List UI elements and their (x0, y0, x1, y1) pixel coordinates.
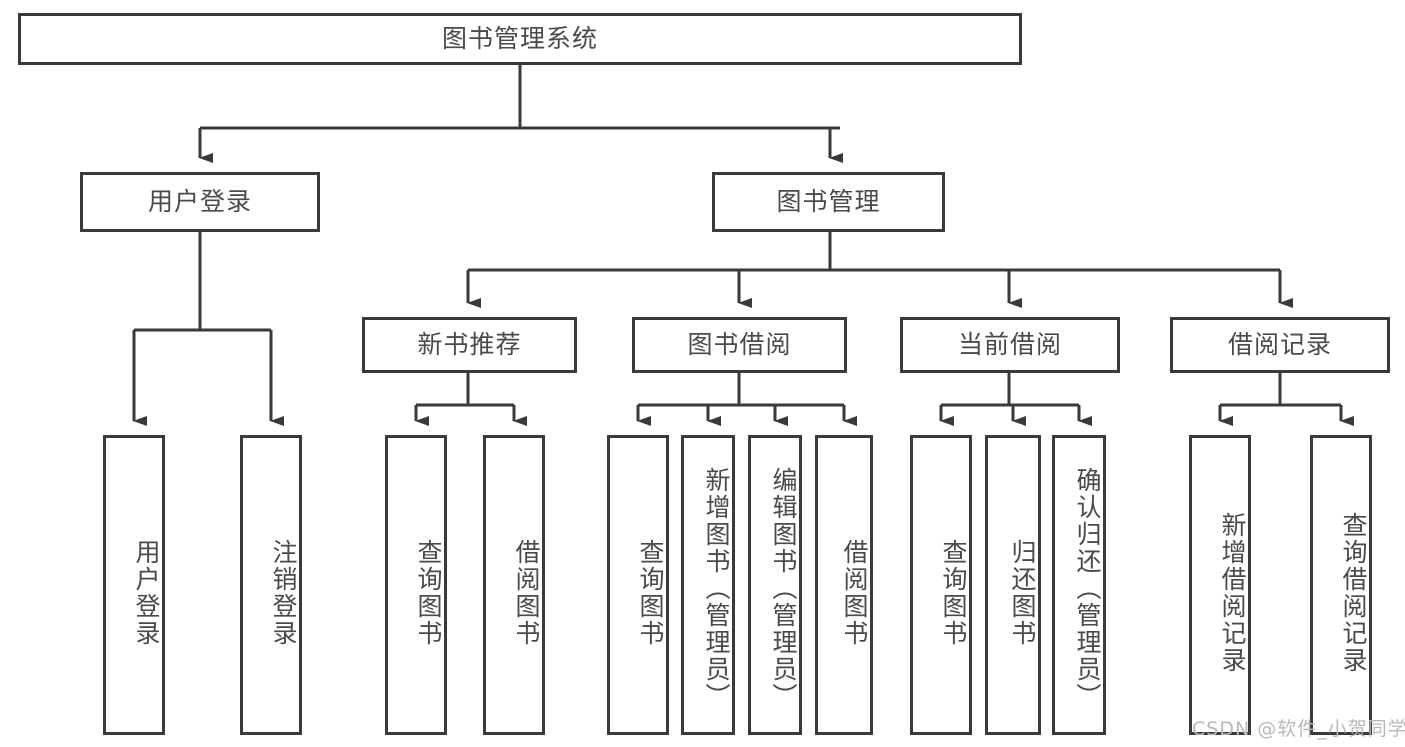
node-label: 查询图书 (636, 539, 665, 647)
node-label: 新增图书（管理员） (702, 466, 731, 710)
node-leaf-9[interactable]: 归还图书 (985, 435, 1041, 735)
node-label: 用户登录 (132, 539, 161, 647)
node-label: 借阅记录 (1227, 330, 1332, 360)
node-leaf-8[interactable]: 查询图书 (910, 435, 972, 735)
node-leaf-7[interactable]: 借阅图书 (815, 435, 873, 735)
node-label: 图书借阅 (687, 330, 792, 360)
node-label: 借阅图书 (512, 539, 541, 647)
node-label: 查询借阅记录 (1339, 512, 1368, 674)
node-label: 当前借阅 (957, 330, 1062, 360)
node-label: 用户登录 (147, 187, 252, 217)
node-leaf-11[interactable]: 新增借阅记录 (1189, 435, 1251, 735)
node-leaf-12[interactable]: 查询借阅记录 (1310, 435, 1372, 735)
node-label: 归还图书 (1008, 539, 1037, 647)
node-leaf-2[interactable]: 查询图书 (385, 435, 447, 735)
node-label: 确认归还（管理员） (1073, 466, 1102, 710)
node-level3-1[interactable]: 图书借阅 (632, 317, 847, 373)
node-leaf-1[interactable]: 注销登录 (240, 435, 302, 735)
node-leaf-5[interactable]: 新增图书（管理员） (681, 435, 735, 735)
node-level3-0[interactable]: 新书推荐 (362, 317, 577, 373)
node-root-book-management-system[interactable]: 图书管理系统 (18, 13, 1022, 65)
node-leaf-6[interactable]: 编辑图书（管理员） (748, 435, 802, 735)
node-leaf-0[interactable]: 用户登录 (103, 435, 165, 735)
node-leaf-3[interactable]: 借阅图书 (483, 435, 545, 735)
node-label: 图书管理系统 (441, 24, 598, 54)
node-label: 注销登录 (269, 539, 298, 647)
node-level2-0[interactable]: 用户登录 (80, 172, 320, 232)
node-level3-3[interactable]: 借阅记录 (1170, 317, 1390, 373)
node-leaf-10[interactable]: 确认归还（管理员） (1052, 435, 1106, 735)
node-label: 借阅图书 (840, 539, 869, 647)
node-label: 编辑图书（管理员） (769, 466, 798, 710)
node-label: 新书推荐 (417, 330, 522, 360)
node-label: 查询图书 (939, 539, 968, 647)
csdn-watermark: CSDN @软件_小贺同学 (1192, 718, 1405, 740)
node-level3-2[interactable]: 当前借阅 (900, 317, 1120, 373)
node-leaf-4[interactable]: 查询图书 (607, 435, 669, 735)
node-label: 查询图书 (414, 539, 443, 647)
node-label: 图书管理 (776, 187, 881, 217)
node-level2-1[interactable]: 图书管理 (712, 172, 945, 232)
node-label: 新增借阅记录 (1218, 512, 1247, 674)
